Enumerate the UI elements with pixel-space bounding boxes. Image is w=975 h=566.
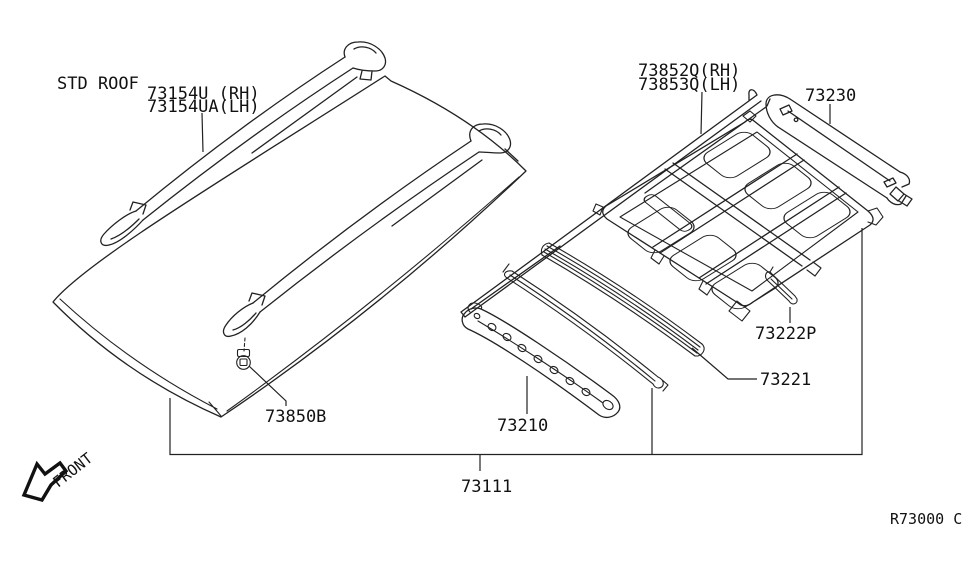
grid-opening: [711, 262, 779, 310]
bow-lines: [541, 242, 703, 357]
grommet-core: [239, 358, 248, 367]
front-rail-hole: [549, 365, 559, 375]
label-side-rail-lh: 73853Q(LH): [638, 75, 740, 95]
rail-end-cap: [469, 123, 519, 162]
front-rail-crease: [467, 302, 604, 404]
roof-frame-grid-drawing: [592, 110, 884, 322]
label-roof-bow: 73221: [760, 370, 811, 390]
front-rail-hole: [581, 387, 591, 397]
front-rail-end-slot: [602, 399, 614, 411]
front-rail-hole: [502, 332, 512, 342]
leader-side-rail: [700, 91, 703, 135]
roof-bow-73221-drawing: [540, 242, 705, 357]
bow-lines: [506, 270, 659, 385]
leader-grommet: [248, 365, 287, 406]
front-rail-hole: [533, 354, 543, 364]
front-direction-indicator: FRONT: [21, 449, 96, 502]
rail-body: [252, 140, 483, 313]
front-rail-hole: [517, 343, 527, 353]
rail-foot: [222, 292, 266, 338]
rear-rail-left-head: [765, 94, 799, 128]
reference-code: R73000 C: [890, 510, 962, 528]
label-grommet: 73850B: [265, 407, 326, 427]
label-rear-rail: 73230: [805, 86, 856, 106]
grid-opening: [744, 162, 812, 210]
grommet-cap: [236, 348, 251, 358]
grid-opening: [669, 234, 737, 282]
grommet-body: [236, 355, 251, 370]
grommet-drawing: [236, 348, 251, 370]
grid-inner-frame: [619, 131, 859, 292]
section-label: STD ROOF: [57, 74, 139, 94]
front-arrow-icon: [21, 460, 69, 502]
bow-end-caps: [502, 263, 669, 392]
rear-rail-right-end: [883, 171, 913, 207]
assembly-bracket-73111: [169, 228, 863, 471]
rail-end-cap: [343, 41, 387, 81]
small-bracket-drawing: [765, 266, 798, 305]
front-rail-end-hole: [473, 312, 481, 320]
roof-panel-drawing: [52, 75, 527, 418]
roof-bow-center-drawing: [502, 263, 669, 392]
grid-tabs: [592, 110, 884, 322]
roof-rack-rail-lh-drawing: [222, 123, 519, 352]
leader-rack-rail: [201, 112, 204, 153]
front-label: FRONT: [49, 449, 96, 491]
grommet-drop-line: [243, 337, 246, 352]
bow-end-caps: [540, 242, 705, 357]
rear-rail-edges: [777, 98, 901, 199]
front-rail-hole: [487, 322, 497, 332]
small-bracket-lines: [765, 266, 798, 305]
grid-crossbars: [652, 153, 847, 285]
grid-opening: [783, 191, 851, 239]
roof-panel-outline: [52, 75, 527, 418]
leader-lines: [169, 91, 863, 471]
label-rack-rail-rh: 73154U (RH): [147, 84, 260, 104]
grid-opening: [703, 131, 771, 179]
grid-center-reinforcement: [643, 194, 693, 232]
rear-rail-drawing: [765, 94, 913, 207]
label-rack-rail-lh: 73154UA(LH): [147, 97, 260, 117]
label-side-rail-rh: 73852Q(RH): [638, 61, 740, 81]
label-small-bracket: 73222P: [755, 324, 816, 344]
roof-rack-rail-rh-drawing: [100, 41, 387, 247]
grid-opening: [627, 206, 695, 254]
label-roof-panel-assembly: 73111: [461, 477, 512, 497]
leader-roof-bow: [691, 347, 757, 380]
front-rail-outline: [461, 307, 621, 419]
roof-panel-inner-edges: [59, 176, 520, 417]
front-rail-drawing: [461, 302, 621, 419]
rail-foot: [100, 201, 147, 247]
label-front-rail: 73210: [497, 416, 548, 436]
front-rail-hole: [565, 376, 575, 386]
grid-outer-frame: [602, 118, 874, 307]
rail-body: [135, 56, 358, 221]
